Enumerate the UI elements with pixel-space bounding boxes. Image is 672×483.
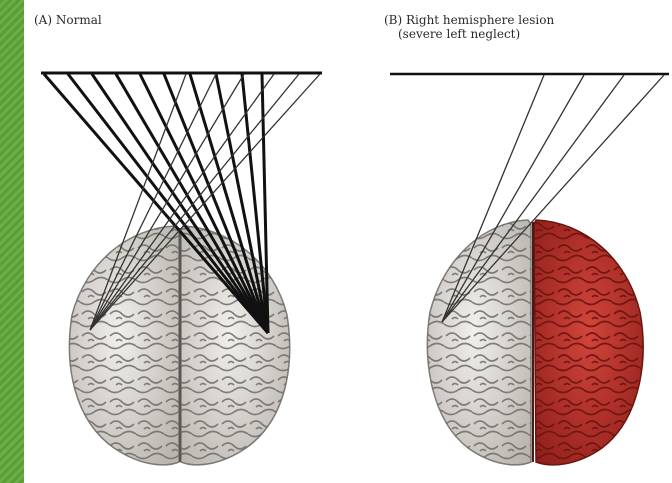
neglect-diagram: [24, 0, 672, 483]
brain-normal: [69, 226, 289, 465]
brain-lesion: [427, 220, 643, 465]
figure-panel: (A) Normal (B) Right hemisphere lesion (…: [24, 0, 672, 483]
green-border-decoration: [0, 0, 24, 483]
